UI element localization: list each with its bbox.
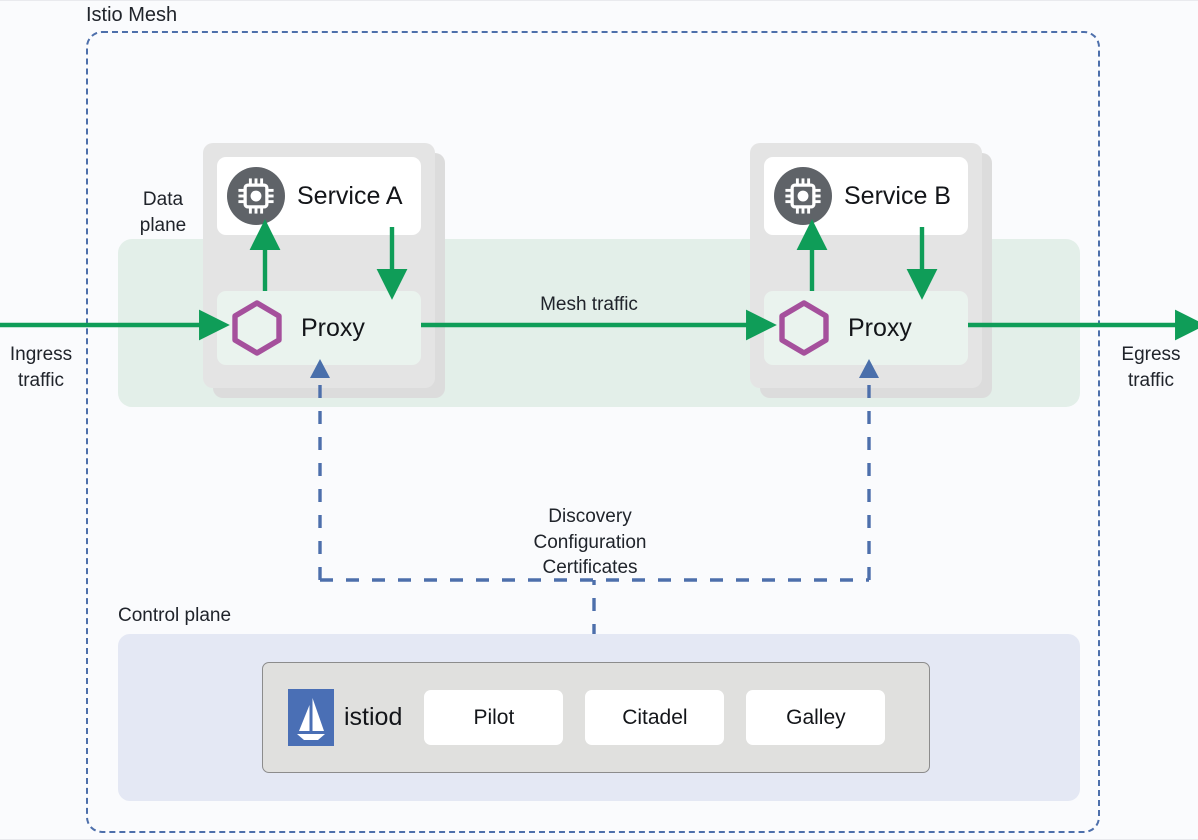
service-b-label: Service B xyxy=(844,181,951,210)
chip-icon xyxy=(227,167,285,225)
istio-sailboat-icon xyxy=(288,689,334,746)
control-channel-line2: Configuration xyxy=(533,531,647,553)
control-channel-line1: Discovery xyxy=(548,506,632,527)
istiod-component-galley[interactable]: Galley xyxy=(746,690,886,745)
control-channel-line3: Certificates xyxy=(542,557,638,578)
proxy-b-label: Proxy xyxy=(848,313,912,342)
data-plane-label-line2: plane xyxy=(139,215,187,236)
data-plane-label-line1: Data xyxy=(142,189,184,210)
proxy-a-label: Proxy xyxy=(301,313,365,342)
proxy-b-card[interactable]: Proxy xyxy=(764,291,968,365)
mesh-traffic-label: Mesh traffic xyxy=(540,294,638,315)
ingress-line1: Ingress xyxy=(9,344,73,365)
service-a-card[interactable]: Service A xyxy=(217,157,421,235)
istiod-component-citadel[interactable]: Citadel xyxy=(585,690,725,745)
istiod-brand: istiod xyxy=(288,689,402,746)
control-channel-label: Discovery Configuration Certificates xyxy=(474,504,706,581)
egress-line1: Egress xyxy=(1121,344,1181,365)
pod-service-b[interactable]: Service B Proxy xyxy=(750,143,992,398)
istio-mesh-title: Istio Mesh xyxy=(86,4,178,26)
egress-traffic-label: Egress traffic xyxy=(1106,342,1196,394)
ingress-line2: traffic xyxy=(17,370,65,391)
istio-mesh-boundary xyxy=(86,31,1100,833)
service-a-label: Service A xyxy=(297,181,403,210)
istiod-label: istiod xyxy=(344,703,403,731)
hexagon-icon xyxy=(779,300,829,356)
data-plane-label: Data plane xyxy=(117,187,209,239)
istiod-container[interactable]: istiod Pilot Citadel Galley xyxy=(262,662,930,773)
service-b-card[interactable]: Service B xyxy=(764,157,968,235)
egress-line2: traffic xyxy=(1127,370,1175,391)
control-plane-label: Control plane xyxy=(118,605,232,626)
ingress-traffic-label: Ingress traffic xyxy=(0,342,82,394)
chip-icon xyxy=(774,167,832,225)
istiod-component-pilot[interactable]: Pilot xyxy=(424,690,564,745)
hexagon-icon xyxy=(232,300,282,356)
proxy-a-card[interactable]: Proxy xyxy=(217,291,421,365)
pod-service-a[interactable]: Service A Proxy xyxy=(203,143,445,398)
